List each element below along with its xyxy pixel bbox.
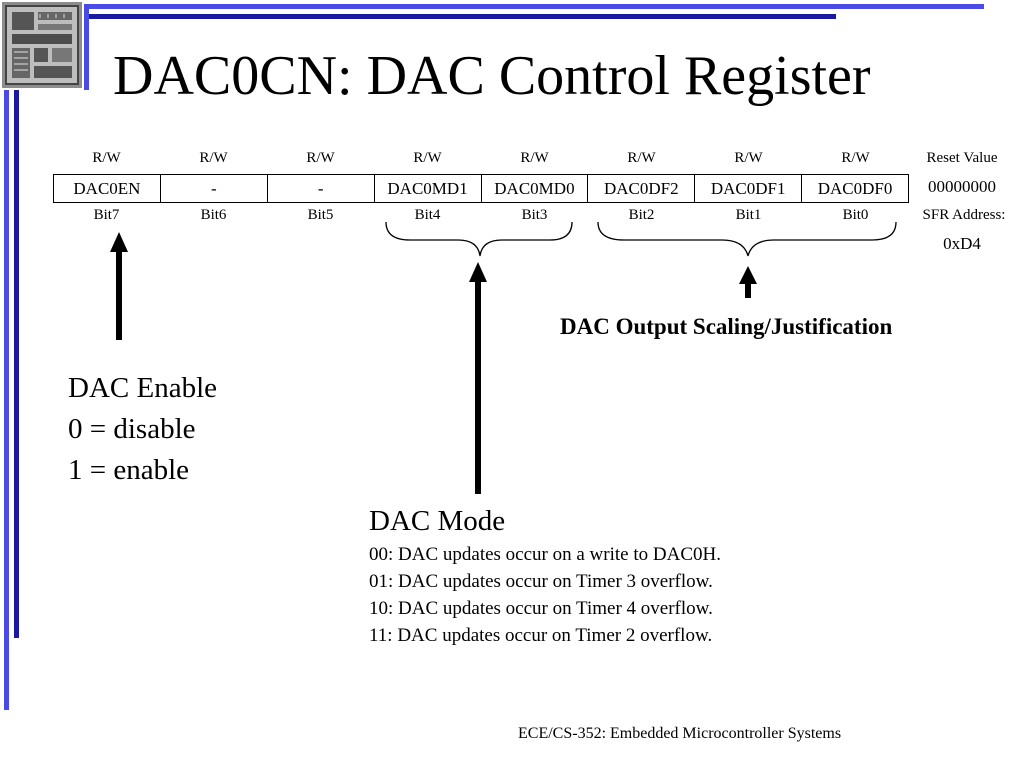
- mode-line: 01: DAC updates occur on Timer 3 overflo…: [369, 571, 713, 592]
- scaling-label: DAC Output Scaling/Justification: [560, 314, 893, 339]
- bit-cell: -: [161, 175, 268, 202]
- reset-value: 00000000: [928, 177, 996, 196]
- bit-number: Bit2: [628, 207, 655, 223]
- access-label: R/W: [627, 150, 656, 166]
- bit-number: Bit4: [414, 207, 441, 223]
- bit-cell: DAC0DF0: [817, 178, 893, 198]
- mode-line: 10: DAC updates occur on Timer 4 overflo…: [369, 598, 713, 619]
- frame-left-line: [4, 90, 9, 710]
- access-label: R/W: [306, 150, 335, 166]
- bit-number: Bit7: [93, 207, 120, 223]
- bit-cell: DAC0DF2: [588, 175, 696, 202]
- enable-line: 1 = enable: [68, 454, 190, 486]
- scaling-arrow: [739, 266, 757, 298]
- register-bits-row: DAC0EN - - DAC0MD1 DAC0MD0 DAC0DF2 DAC0D…: [53, 174, 909, 203]
- bit-number: Bit6: [200, 207, 227, 223]
- chip-die-image: [2, 2, 82, 88]
- access-label: R/W: [413, 150, 442, 166]
- page-title: DAC0CN: DAC Control Register: [113, 45, 871, 107]
- footer-text: ECE/CS-352: Embedded Microcontroller Sys…: [518, 725, 842, 742]
- frame-corner-vertical: [84, 4, 89, 90]
- access-label: R/W: [520, 150, 549, 166]
- access-label: R/W: [92, 150, 121, 166]
- access-label: R/W: [734, 150, 763, 166]
- bit-cell: -: [268, 175, 375, 202]
- access-label: R/W: [199, 150, 228, 166]
- mode-line: 00: DAC updates occur on a write to DAC0…: [369, 544, 721, 565]
- sfr-address-value: 0xD4: [943, 234, 981, 253]
- enable-arrow: [110, 232, 128, 340]
- enable-line: 0 = disable: [68, 413, 196, 445]
- frame-top-line: [84, 4, 984, 9]
- bit-cell: DAC0DF1: [695, 175, 803, 202]
- bit-cell: DAC0MD1: [375, 175, 482, 202]
- access-label: R/W: [841, 150, 870, 166]
- bit-number: Bit1: [735, 207, 762, 223]
- bit-number: Bit3: [521, 207, 548, 223]
- mode-line: 11: DAC updates occur on Timer 2 overflo…: [369, 625, 713, 646]
- mode-arrow: [469, 262, 487, 494]
- sfr-address-label: SFR Address:: [922, 207, 1006, 223]
- frame-left-line-2: [14, 90, 19, 638]
- mode-heading: DAC Mode: [369, 505, 506, 537]
- reset-value-label: Reset Value: [926, 150, 998, 166]
- bit-number: Bit5: [307, 207, 334, 223]
- enable-heading: DAC Enable: [68, 372, 217, 404]
- frame-top-line-2: [84, 14, 836, 19]
- bit-cell: DAC0EN: [54, 175, 161, 202]
- mode-bits-brace: [385, 221, 573, 257]
- scaling-bits-brace: [597, 221, 897, 257]
- bit-cell: DAC0MD0: [482, 175, 589, 202]
- bit-number: Bit0: [842, 207, 869, 223]
